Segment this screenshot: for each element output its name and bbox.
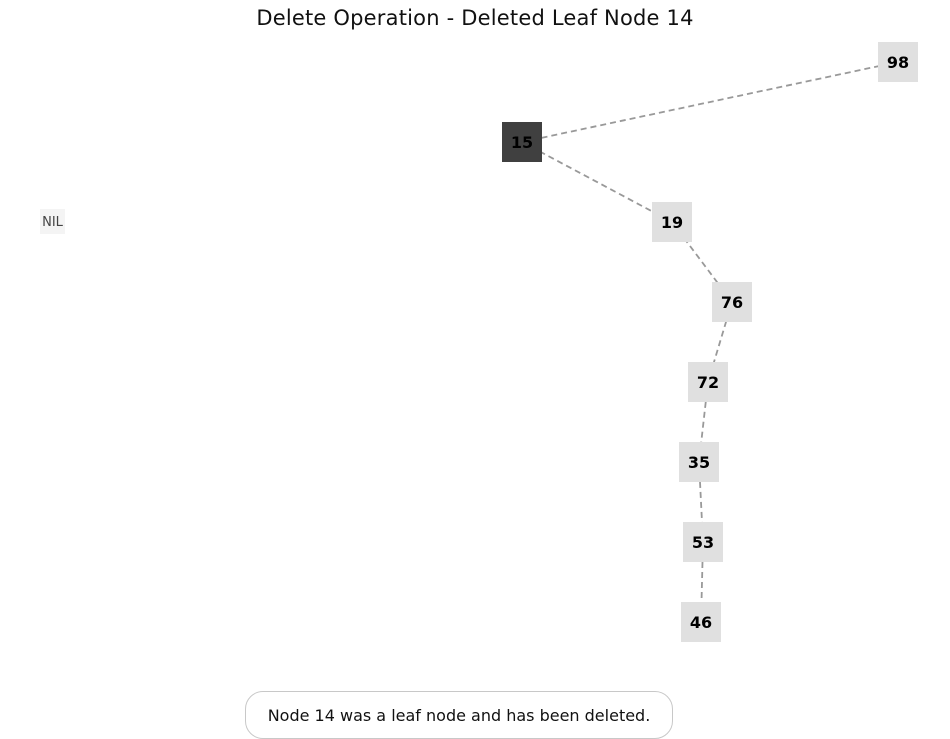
node-box (683, 522, 723, 562)
diagram-title: Delete Operation - Deleted Leaf Node 14 (256, 6, 694, 30)
nodes-layer: 15 98 19 76 72 35 53 46 (502, 42, 918, 642)
edge-15-19 (521, 141, 673, 223)
node-label: 98 (887, 53, 909, 72)
node-label: 53 (692, 533, 714, 552)
tree-node-19: 19 (652, 202, 692, 242)
node-box (502, 122, 542, 162)
node-label: 76 (721, 293, 743, 312)
tree-node-53: 53 (683, 522, 723, 562)
node-label: 72 (697, 373, 719, 392)
status-caption: Node 14 was a leaf node and has been del… (245, 691, 673, 739)
node-box (681, 602, 721, 642)
node-label: 15 (511, 133, 533, 152)
node-box (688, 362, 728, 402)
node-box (679, 442, 719, 482)
nil-label: NIL (42, 215, 64, 230)
node-label: 46 (690, 613, 712, 632)
nil-node: NIL (40, 209, 65, 234)
tree-node-72: 72 (688, 362, 728, 402)
node-box (652, 202, 692, 242)
node-label: 35 (688, 453, 710, 472)
tree-node-46: 46 (681, 602, 721, 642)
tree-node-76: 76 (712, 282, 752, 322)
node-box (878, 42, 918, 82)
node-box (712, 282, 752, 322)
tree-node-35: 35 (679, 442, 719, 482)
edge-15-98 (521, 61, 899, 143)
tree-node-98: 98 (878, 42, 918, 82)
node-label: 19 (661, 213, 683, 232)
tree-node-15: 15 (502, 122, 542, 162)
